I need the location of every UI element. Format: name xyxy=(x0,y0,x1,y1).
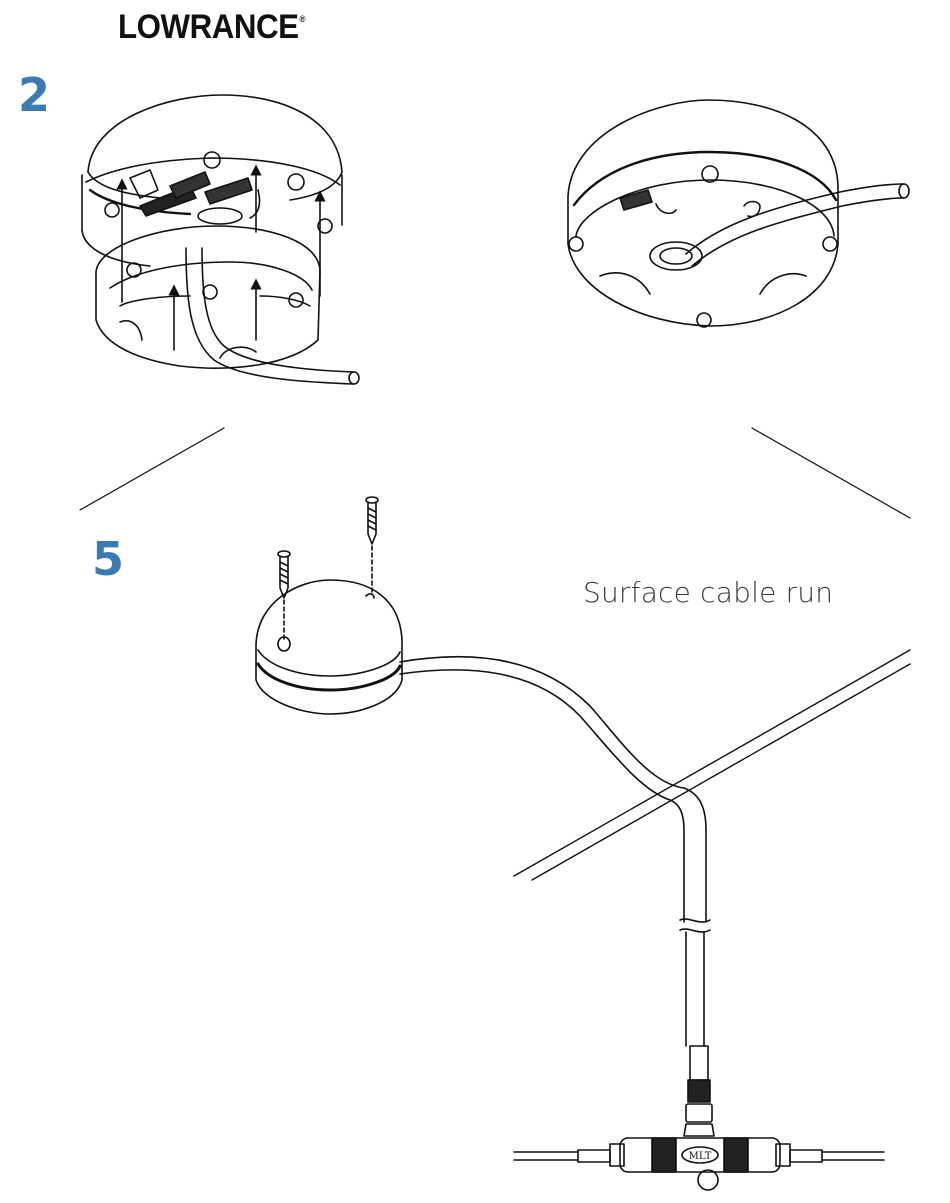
connector-label: MLT xyxy=(689,1151,712,1162)
surface-cable xyxy=(400,657,710,1046)
screws xyxy=(278,497,378,640)
surface-edge xyxy=(514,650,910,880)
t-connector: MLT xyxy=(514,1046,884,1190)
unit-with-mounting-ring xyxy=(82,95,359,384)
mounted-unit xyxy=(256,580,402,714)
unit-underside xyxy=(568,100,909,327)
